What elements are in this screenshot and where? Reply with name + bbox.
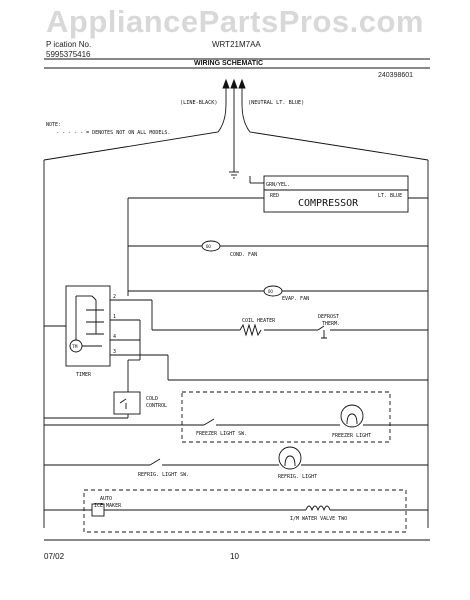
- part-number: 240398601: [378, 72, 414, 79]
- terminal-2: 2: [113, 294, 116, 300]
- refrig-light-switch: [149, 458, 161, 466]
- evap-fan-motor: [263, 285, 283, 297]
- publication-label: P ication No.: [46, 40, 92, 49]
- evap-fan-symbol: OO: [268, 289, 273, 294]
- freezer-light-bulb: [340, 404, 364, 428]
- neutral-label: (NEUTRAL LT. BLUE): [248, 100, 304, 106]
- cold-label: COLD: [146, 396, 158, 402]
- terminal-4: 4: [113, 334, 116, 340]
- cond-fan-label: COND. FAN: [230, 252, 257, 258]
- refrig-light-bulb: [278, 446, 302, 470]
- coil-heater-label: COIL HEATER: [242, 318, 276, 324]
- defrost-label: DEFROST: [318, 314, 339, 320]
- control-label: CONTROL: [146, 403, 167, 409]
- refrig-light-sw-label: REFRIG. LIGHT SW.: [138, 472, 189, 478]
- refrig-light-label: REFRIG. LIGHT: [278, 474, 317, 480]
- lt-blue-wire-label: LT. BLUE: [378, 193, 402, 199]
- page-number: 10: [230, 552, 239, 561]
- note-label: NOTE:: [46, 122, 61, 128]
- freezer-light-box: [181, 391, 391, 443]
- defrost-thermostat: [317, 325, 327, 339]
- cold-control-box: [113, 391, 141, 415]
- cond-fan-symbol: OO: [206, 244, 211, 249]
- cold-control-switch: [119, 398, 127, 409]
- water-valve-label: I/M WATER VALVE TWO: [290, 516, 347, 522]
- power-plug: [43, 78, 429, 172]
- coil-heater: [239, 323, 262, 337]
- freezer-light-sw-label: FREEZER LIGHT SW.: [196, 431, 247, 437]
- ice-maker-box: [83, 489, 407, 533]
- footer-date: 07/02: [44, 552, 65, 561]
- ground-symbol: [229, 171, 239, 179]
- compressor-label: COMPRESSOR: [298, 198, 359, 209]
- note-text: - - - - - = DENOTES NOT ON ALL MODELS.: [56, 130, 170, 136]
- freezer-light-label: FREEZER LIGHT: [332, 433, 371, 439]
- water-valve-coil: [305, 505, 331, 512]
- page-title: WIRING SCHEMATIC: [194, 60, 264, 67]
- model-number: WRT21M7AA: [212, 40, 261, 49]
- publication-number: 5995375416: [46, 50, 91, 59]
- cond-fan-motor: [201, 240, 221, 252]
- terminal-3: 3: [113, 349, 116, 355]
- ice-maker-label: ICE MAKER: [94, 503, 122, 509]
- compressor-box: [263, 175, 409, 213]
- timer-label: TIMER: [76, 372, 92, 378]
- therm-label: THERM.: [322, 321, 340, 327]
- auto-label: AUTO: [100, 496, 112, 502]
- terminal-1: 1: [113, 314, 116, 320]
- line-black-label: (LINE-BLACK): [180, 100, 217, 106]
- ground-wire-label: GRN/YEL.: [266, 182, 290, 188]
- freezer-light-switch: [203, 418, 215, 426]
- timer-box: [65, 285, 111, 367]
- timer-motor-label: TM: [72, 344, 78, 350]
- evap-fan-label: EVAP. FAN: [282, 296, 309, 302]
- watermark: AppliancePartsPros.com: [46, 4, 424, 39]
- red-wire-label: RED: [270, 193, 279, 199]
